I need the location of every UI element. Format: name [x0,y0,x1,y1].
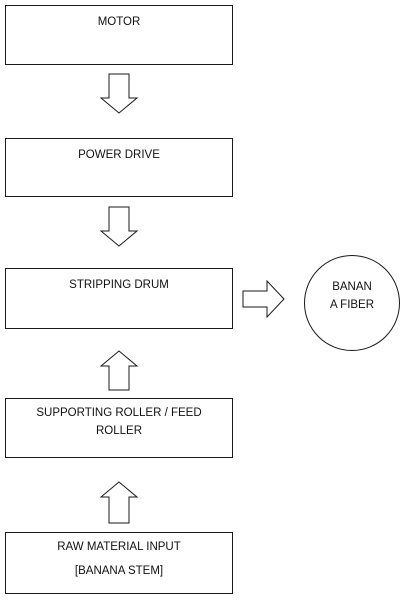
banana-fiber-circle: BANANA FIBER [304,255,400,351]
raw-material-label: RAW MATERIAL INPUT [57,541,181,553]
power-drive-label: POWER DRIVE [78,149,160,161]
raw-material-sublabel: [BANANA STEM] [74,564,164,577]
stripping-drum-box: STRIPPING DRUM [5,268,233,329]
arrow-raw-material-to-supporting-roller [99,481,139,524]
stripping-drum-label: STRIPPING DRUM [69,279,169,291]
banana-fiber-label: BANANA FIBER [329,281,375,312]
motor-box: MOTOR [5,5,233,65]
arrow-motor-to-power-drive [99,73,139,114]
motor-label: MOTOR [97,16,141,28]
power-drive-box: POWER DRIVE [5,138,233,197]
supporting-roller-label: SUPPORTING ROLLER / FEED ROLLER [36,407,202,437]
arrow-supporting-roller-to-stripping-drum [99,350,139,391]
arrow-stripping-drum-to-banana-fiber [242,279,285,319]
arrow-power-drive-to-stripping-drum [99,206,139,247]
raw-material-box: RAW MATERIAL INPUT [BANANA STEM] [5,532,233,594]
supporting-roller-box: SUPPORTING ROLLER / FEED ROLLER [5,398,233,458]
